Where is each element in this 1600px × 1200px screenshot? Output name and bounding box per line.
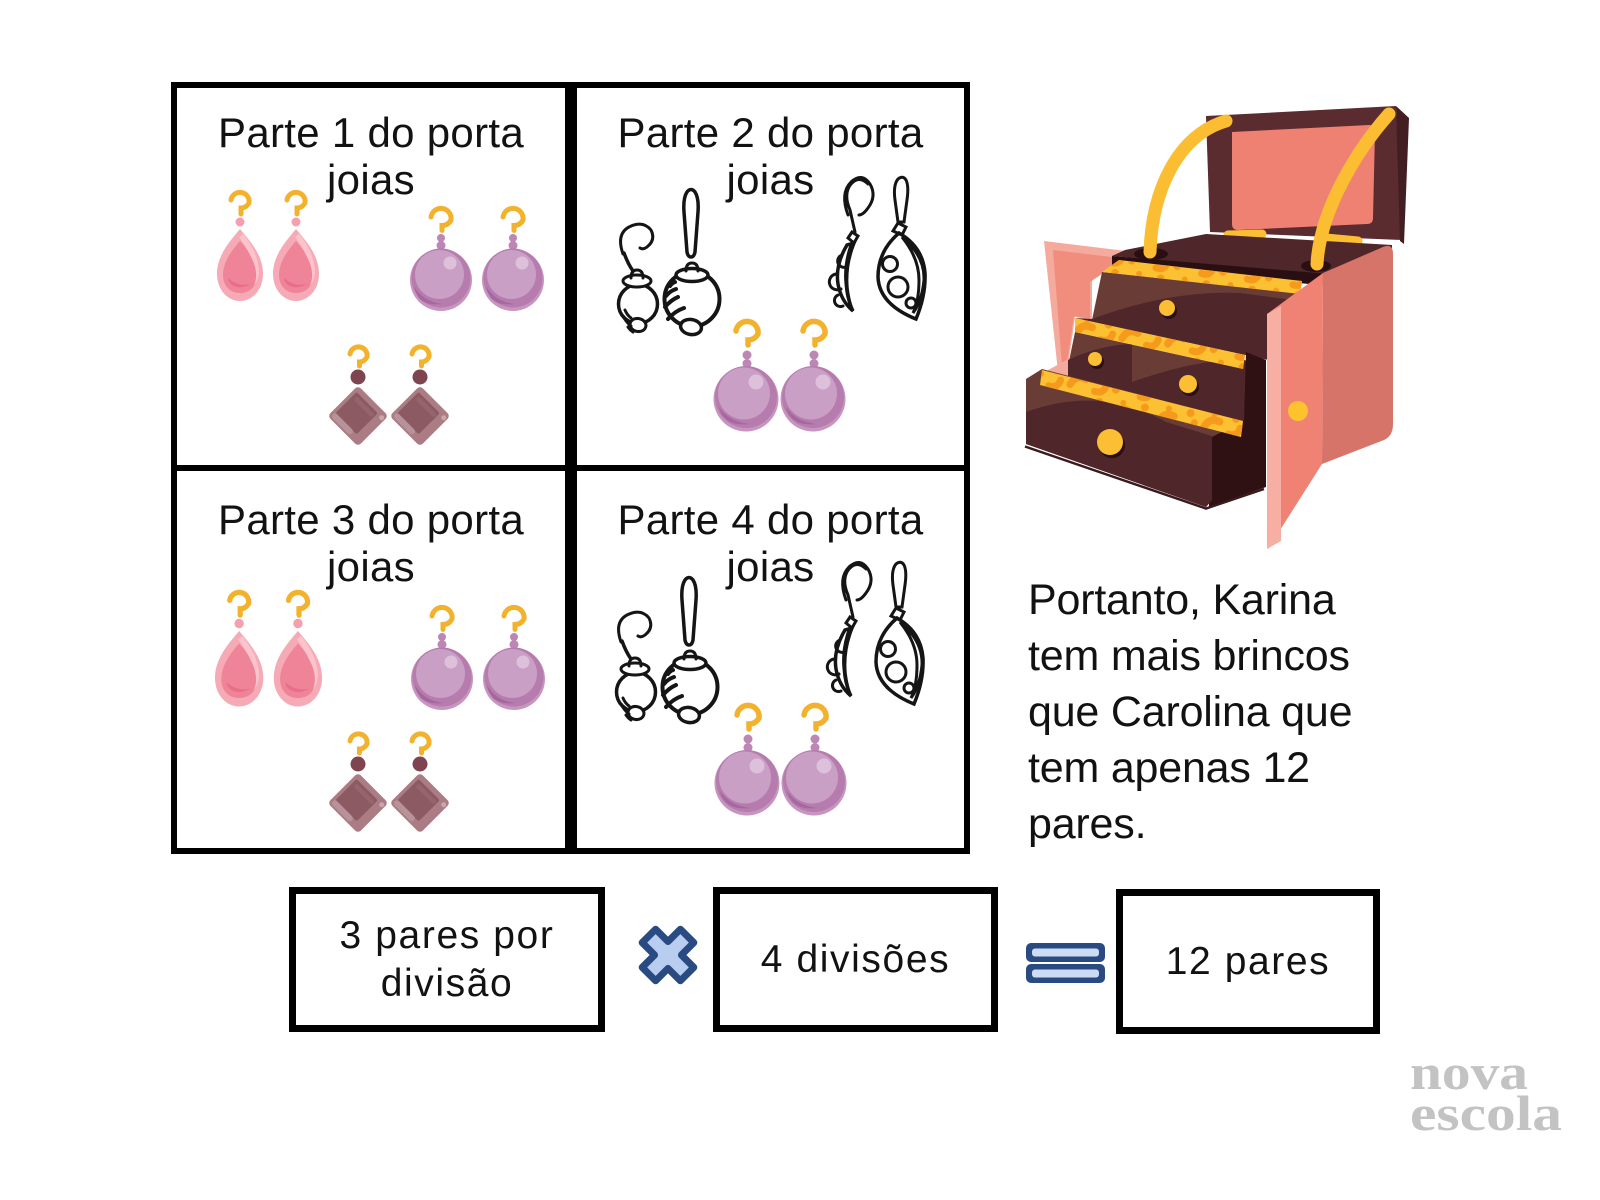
svg-text:nova: nova — [1410, 1044, 1528, 1100]
svg-text:escola: escola — [1410, 1085, 1562, 1141]
